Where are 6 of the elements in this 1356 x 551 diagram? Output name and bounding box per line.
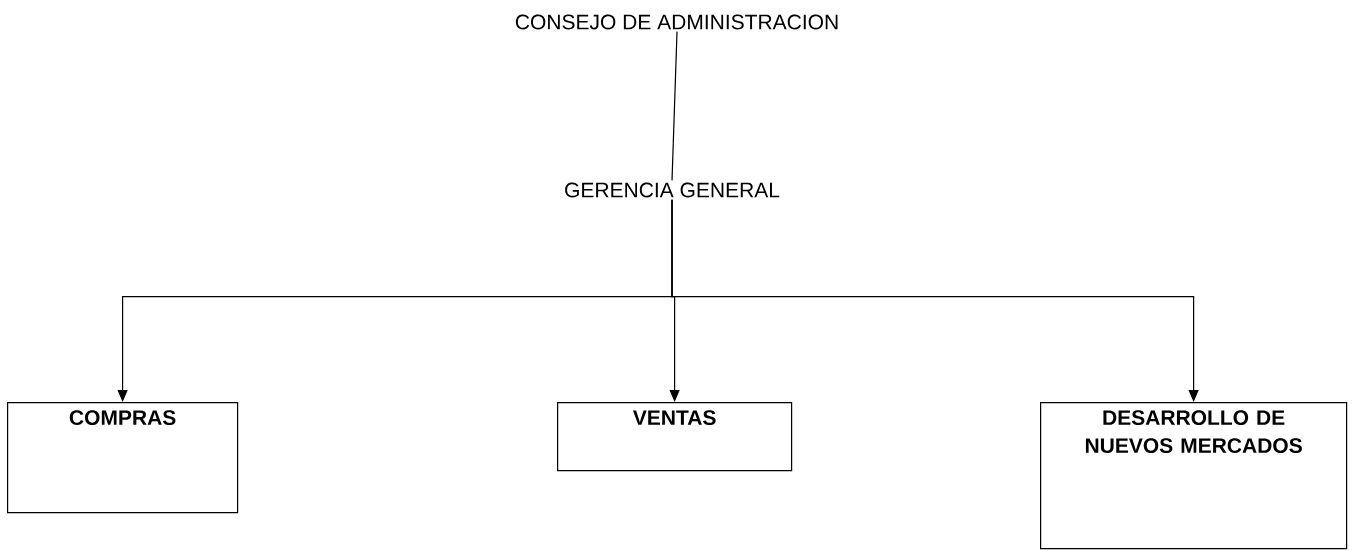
connector-arrow — [671, 199, 1199, 402]
title-text: CONSEJO DE ADMINISTRACION — [515, 14, 838, 30]
title-text: GERENCIA GENERAL — [565, 182, 780, 198]
department-box: VENTAS — [557, 402, 793, 472]
department-box: DESARROLLO DE NUEVOS MERCADOS — [1040, 402, 1348, 550]
department-box: COMPRAS — [7, 402, 239, 514]
